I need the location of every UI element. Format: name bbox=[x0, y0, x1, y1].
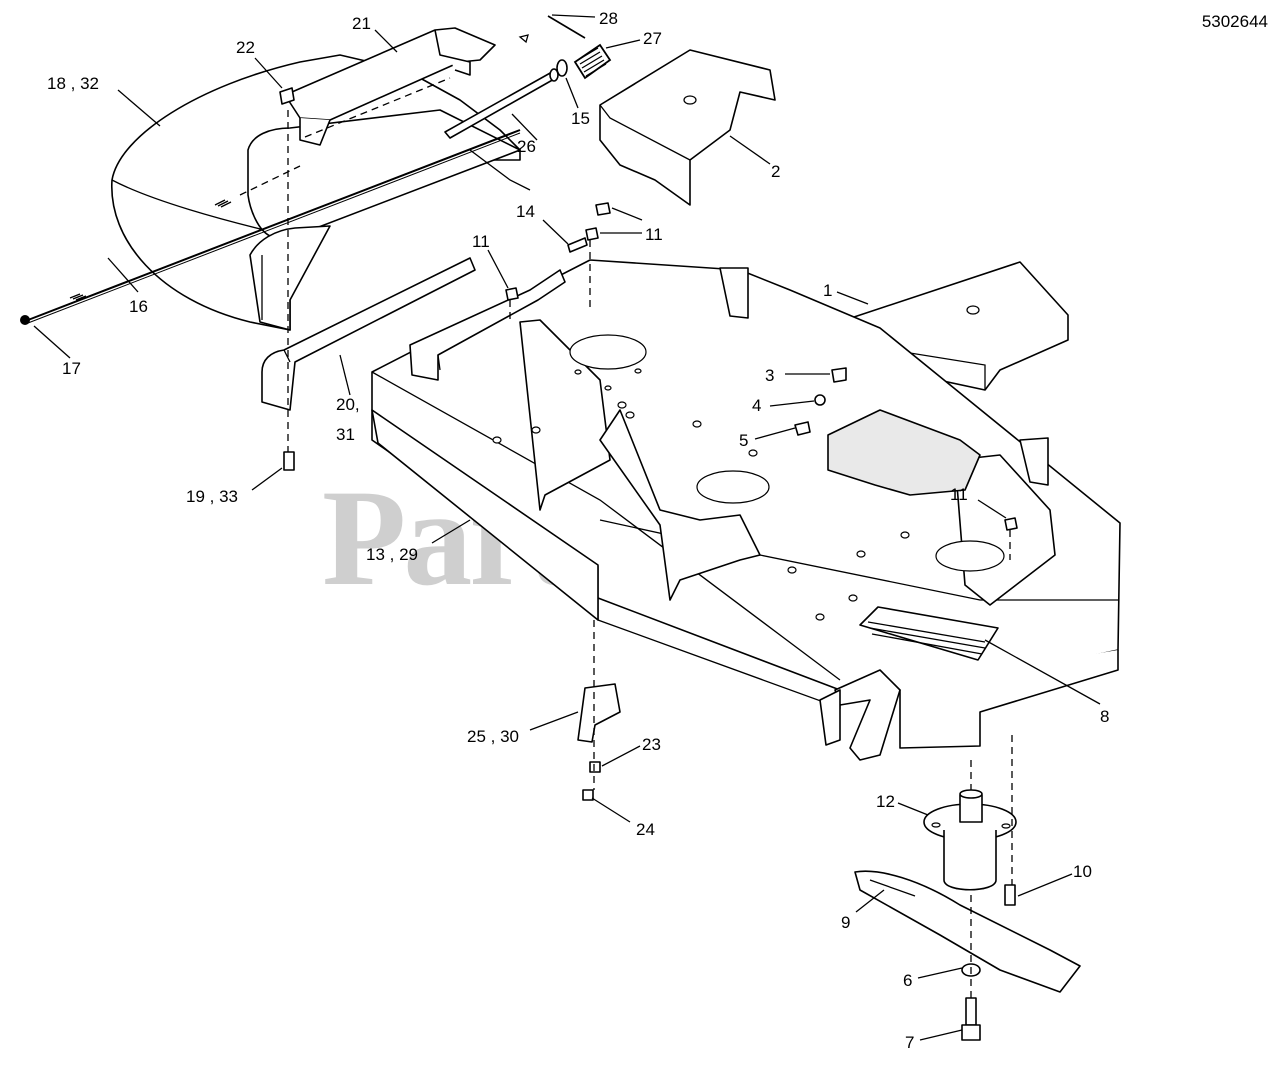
rear-bracket[interactable] bbox=[577, 683, 621, 743]
callout-20-31-a: 20, bbox=[336, 395, 360, 414]
callout-5: 5 bbox=[739, 431, 748, 450]
mower-blade[interactable] bbox=[854, 870, 1081, 993]
step-pad[interactable] bbox=[859, 606, 999, 661]
rod[interactable] bbox=[27, 129, 521, 321]
callout-24: 24 bbox=[636, 820, 655, 839]
nut-22[interactable] bbox=[279, 87, 295, 105]
document-id: 5302644 bbox=[1201, 12, 1268, 31]
callout-labels: 28 27 21 22 18 , 32 15 26 2 14 11 11 16 … bbox=[47, 9, 1109, 1052]
bolt-14[interactable] bbox=[567, 237, 588, 253]
callout-20-31-b: 31 bbox=[336, 425, 355, 444]
rod-thread-left bbox=[69, 293, 87, 301]
callout-3: 3 bbox=[765, 366, 774, 385]
blade-bolt[interactable] bbox=[961, 997, 981, 1041]
rod-thread-right bbox=[214, 199, 232, 208]
callout-11-a: 11 bbox=[472, 232, 490, 251]
callout-11-c: 11 bbox=[950, 485, 968, 504]
bolt-10[interactable] bbox=[1004, 884, 1016, 906]
deflector-bar[interactable] bbox=[261, 257, 476, 411]
belt-cover-right[interactable] bbox=[599, 49, 776, 206]
callout-23: 23 bbox=[642, 735, 661, 754]
callout-19-33: 19 , 33 bbox=[186, 487, 238, 506]
callout-26: 26 bbox=[517, 137, 536, 156]
callout-12: 12 bbox=[876, 792, 895, 811]
callout-14: 14 bbox=[516, 202, 535, 221]
nut-11c[interactable] bbox=[585, 227, 599, 241]
callout-7: 7 bbox=[905, 1033, 914, 1052]
callout-21: 21 bbox=[352, 14, 371, 33]
nut[interactable] bbox=[20, 315, 30, 325]
washer-4[interactable] bbox=[814, 394, 826, 406]
nut-11a[interactable] bbox=[505, 287, 519, 301]
callout-18-32: 18 , 32 bbox=[47, 74, 99, 93]
callout-17: 17 bbox=[62, 359, 81, 378]
callout-16: 16 bbox=[129, 297, 148, 316]
nut-23[interactable] bbox=[589, 761, 601, 773]
mower-deck[interactable] bbox=[371, 259, 1121, 761]
callout-9: 9 bbox=[841, 913, 850, 932]
callout-1: 1 bbox=[823, 281, 832, 300]
callout-6: 6 bbox=[903, 971, 912, 990]
pivot-pin[interactable] bbox=[444, 68, 559, 139]
callout-11-b: 11 bbox=[645, 225, 663, 244]
callout-22: 22 bbox=[236, 38, 255, 57]
callout-15: 15 bbox=[571, 109, 590, 128]
leader-lines bbox=[33, 14, 1101, 1041]
nut-11b[interactable] bbox=[595, 202, 611, 216]
spindle-assembly[interactable] bbox=[923, 789, 1017, 891]
callout-2: 2 bbox=[771, 162, 780, 181]
baffle-bracket[interactable] bbox=[409, 269, 566, 381]
bolt-19-33[interactable] bbox=[283, 451, 295, 471]
callout-10: 10 bbox=[1073, 862, 1092, 881]
callout-25-30: 25 , 30 bbox=[467, 727, 519, 746]
spring[interactable] bbox=[573, 43, 612, 80]
callout-4: 4 bbox=[752, 396, 761, 415]
deck-holes bbox=[492, 368, 910, 621]
nut-11d[interactable] bbox=[1004, 517, 1018, 531]
callout-8: 8 bbox=[1100, 707, 1109, 726]
bolt-24[interactable] bbox=[582, 789, 594, 801]
cotter-pin[interactable] bbox=[547, 15, 586, 39]
callout-13-29: 13 , 29 bbox=[366, 545, 418, 564]
washer[interactable] bbox=[556, 59, 568, 77]
callout-27: 27 bbox=[643, 29, 662, 48]
bracket-3[interactable] bbox=[831, 367, 847, 383]
callout-28: 28 bbox=[599, 9, 618, 28]
assembly-lines bbox=[239, 77, 1013, 998]
bolt-5[interactable] bbox=[794, 421, 811, 436]
chute-bracket[interactable] bbox=[284, 27, 496, 146]
